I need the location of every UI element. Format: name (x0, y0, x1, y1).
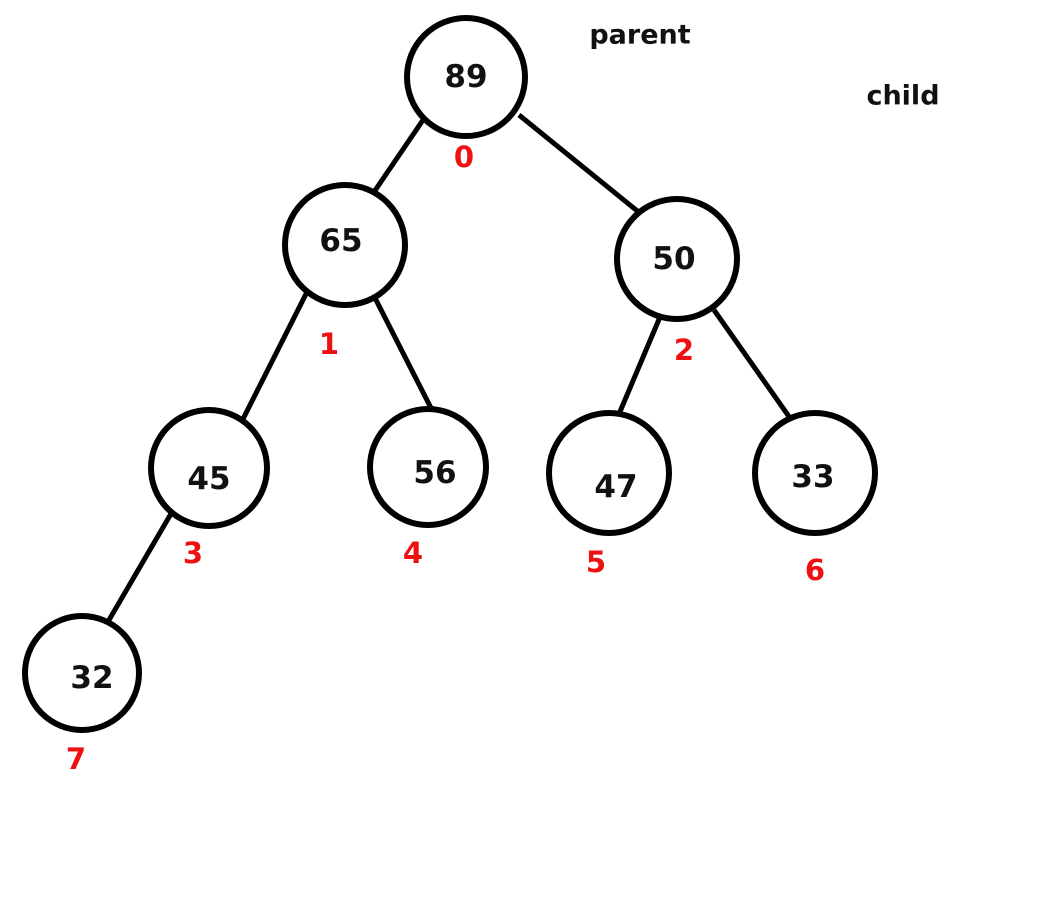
node-circle-56[interactable] (367, 406, 489, 528)
node-value-label: 89 (444, 59, 487, 95)
node-circle-47[interactable] (546, 410, 672, 536)
node-value-label: 56 (413, 455, 456, 491)
node-circle-45[interactable] (148, 407, 270, 529)
node-circle-89[interactable] (404, 15, 528, 139)
tree-node-45[interactable]: 45 3 (148, 407, 270, 570)
node-index-label-4: 4 (403, 536, 423, 570)
node-index-label-0: 0 (454, 140, 474, 174)
node-index-label-6: 6 (805, 553, 825, 587)
node-circle-50[interactable] (614, 196, 740, 322)
node-circle-32[interactable] (22, 613, 142, 733)
tree-edge-50-33 (711, 308, 793, 420)
node-circle-65[interactable] (282, 182, 408, 308)
edges-group (106, 113, 793, 622)
tree-edge-89-65 (371, 118, 426, 194)
tree-edge-65-56 (371, 294, 435, 412)
tree-node-33[interactable]: 33 6 (752, 410, 878, 587)
annotations-group: parent child (589, 20, 939, 112)
tree-node-47[interactable]: 47 5 (546, 410, 672, 579)
annotation-child: child (866, 81, 939, 112)
node-index-label-7: 7 (66, 742, 86, 776)
nodes-group: 89 0 65 1 50 2 45 3 56 4 47 5 33 6 32 7 (22, 15, 878, 776)
tree-node-56[interactable]: 56 4 (367, 406, 489, 570)
node-value-label: 45 (187, 461, 230, 497)
tree-node-89[interactable]: 89 0 (404, 15, 528, 174)
node-index-label-1: 1 (319, 327, 339, 361)
tree-node-65[interactable]: 65 1 (282, 182, 408, 361)
tree-edge-45-32 (106, 510, 175, 622)
tree-edge-89-50 (517, 113, 643, 216)
tree-node-32[interactable]: 32 7 (22, 613, 142, 776)
node-value-label: 33 (791, 459, 834, 495)
node-value-label: 65 (319, 223, 362, 259)
tree-edge-65-45 (240, 290, 310, 421)
node-value-label: 50 (652, 241, 695, 277)
tree-node-50[interactable]: 50 2 (614, 196, 740, 367)
tree-edge-50-47 (616, 316, 663, 415)
node-value-label: 32 (70, 660, 113, 696)
node-index-label-5: 5 (586, 545, 606, 579)
node-circle-33[interactable] (752, 410, 878, 536)
node-index-label-2: 2 (674, 333, 694, 367)
node-index-label-3: 3 (183, 536, 203, 570)
annotation-parent: parent (589, 20, 690, 51)
node-value-label: 47 (594, 469, 637, 505)
